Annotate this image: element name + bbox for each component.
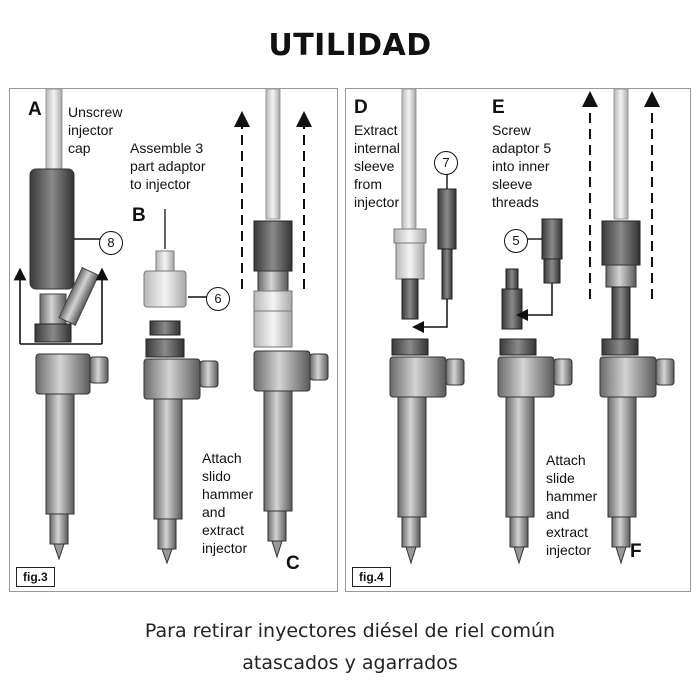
step-c-letter: C (286, 553, 300, 574)
fig4-illustration (389, 89, 675, 565)
injector-d (389, 89, 465, 565)
caption-line-2: atascados y agarrados (242, 652, 458, 674)
fig3-illustration (13, 89, 329, 565)
injector-c (234, 89, 329, 559)
callout-7: 7 (434, 151, 458, 175)
injector-f (582, 89, 675, 565)
callout-5: 5 (504, 229, 528, 253)
fig3-label: fig.3 (16, 567, 55, 587)
step-f-letter: F (630, 541, 642, 562)
injector-a (13, 89, 109, 561)
step-b-letter: B (132, 205, 146, 226)
callout-6: 6 (206, 287, 230, 311)
injector-e (497, 218, 573, 565)
step-d-letter: D (354, 97, 368, 118)
caption-line-1: Para retirar inyectores diésel de riel c… (144, 620, 556, 642)
page-title: UTILIDAD (268, 28, 432, 63)
fig4-label: fig.4 (352, 567, 391, 587)
step-e-letter: E (492, 97, 505, 118)
callout-8: 8 (99, 231, 123, 255)
injector-b (143, 209, 219, 565)
step-a-letter: A (28, 99, 42, 120)
